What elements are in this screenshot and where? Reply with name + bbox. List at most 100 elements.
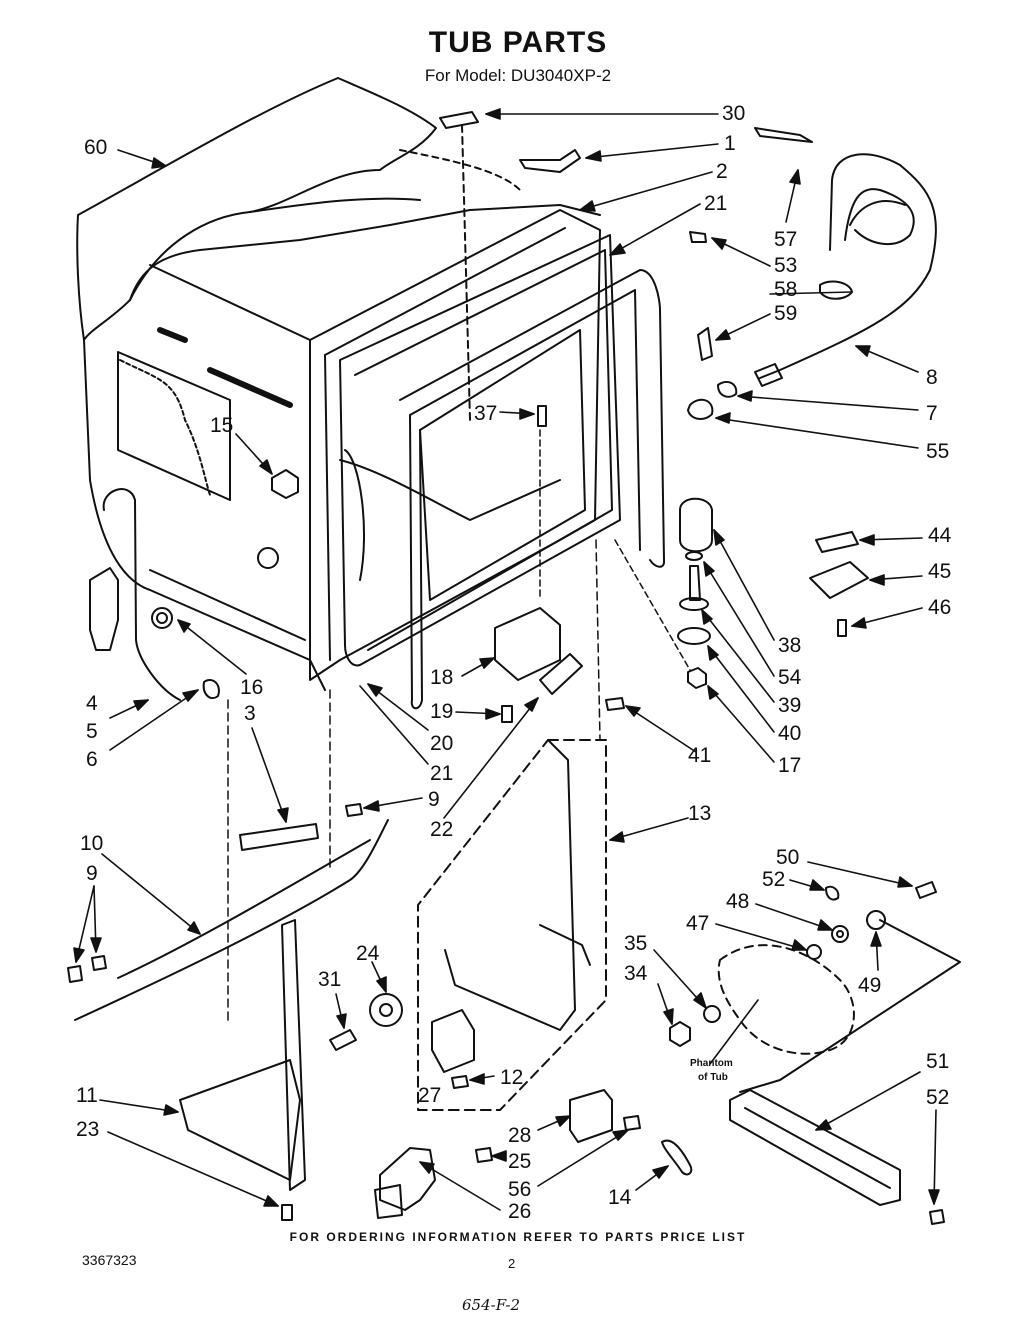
handwritten-code: 654-F-2 bbox=[462, 1296, 521, 1314]
screw-9a bbox=[345, 803, 363, 817]
nut-15 bbox=[271, 469, 299, 499]
insulation-blanket bbox=[76, 77, 437, 341]
bracket-1 bbox=[519, 149, 581, 173]
callout-52: 52 bbox=[762, 868, 785, 891]
callout-48: 48 bbox=[726, 890, 749, 913]
callout-41: 41 bbox=[688, 744, 711, 767]
callout-35: 35 bbox=[624, 932, 647, 955]
bracket-28 bbox=[569, 1089, 613, 1143]
callout-12: 12 bbox=[500, 1066, 523, 1089]
switch-22 bbox=[539, 653, 583, 695]
strip-3 bbox=[239, 823, 319, 851]
hose-8 bbox=[759, 153, 937, 379]
callout-3: 3 bbox=[244, 702, 256, 725]
callout-56: 56 bbox=[508, 1178, 531, 1201]
callout-1: 1 bbox=[724, 132, 736, 155]
washer-47 bbox=[806, 944, 822, 960]
callout-47: 47 bbox=[686, 912, 709, 935]
rail-10 bbox=[74, 819, 389, 1021]
callout-13: 13 bbox=[688, 802, 711, 825]
callout-52b: 52 bbox=[926, 1086, 949, 1109]
callout-9b: 9 bbox=[86, 862, 98, 885]
washer-35 bbox=[703, 1005, 721, 1023]
callout-45: 45 bbox=[928, 560, 951, 583]
callout-49: 49 bbox=[858, 974, 881, 997]
callout-19: 19 bbox=[430, 700, 453, 723]
fitting-8 bbox=[754, 363, 783, 387]
callout-25: 25 bbox=[508, 1150, 531, 1173]
cap-40 bbox=[677, 627, 711, 645]
callout-21: 21 bbox=[704, 192, 727, 215]
cap-16a bbox=[257, 547, 279, 569]
screw-19 bbox=[501, 705, 513, 723]
callout-24: 24 bbox=[356, 942, 380, 965]
callout-16: 16 bbox=[240, 676, 263, 699]
callout-23: 23 bbox=[76, 1118, 99, 1141]
callout-58: 58 bbox=[774, 278, 797, 301]
callout-4: 4 bbox=[86, 692, 98, 715]
callout-5: 5 bbox=[86, 720, 98, 743]
callout-27: 27 bbox=[418, 1084, 441, 1107]
callout-59: 59 bbox=[774, 302, 797, 325]
bracket-45 bbox=[809, 561, 869, 599]
callout-11: 11 bbox=[76, 1084, 98, 1107]
callout-40: 40 bbox=[778, 722, 801, 745]
callout-17: 17 bbox=[778, 754, 801, 777]
bracket-27 bbox=[431, 1009, 475, 1073]
bracket-18 bbox=[494, 607, 561, 681]
phantom-label-line1: Phantom bbox=[690, 1058, 733, 1069]
screw-52b bbox=[929, 1209, 945, 1225]
callout-15: 15 bbox=[210, 414, 233, 437]
callout-54: 54 bbox=[778, 666, 802, 689]
pad-44 bbox=[815, 531, 859, 553]
float-38 bbox=[679, 497, 713, 553]
screw-50 bbox=[915, 881, 937, 899]
track-51 bbox=[729, 1089, 901, 1206]
door-gasket bbox=[339, 234, 621, 667]
model-subtitle: For Model: DU3040XP-2 bbox=[424, 66, 612, 85]
screw-53 bbox=[689, 231, 707, 243]
callout-50: 50 bbox=[776, 846, 799, 869]
screw-12 bbox=[451, 1075, 469, 1089]
hinge-11 bbox=[179, 1059, 301, 1181]
callout-51: 51 bbox=[926, 1050, 949, 1073]
callout-38: 38 bbox=[778, 634, 801, 657]
washer-48 bbox=[831, 925, 849, 943]
panel-13 bbox=[417, 739, 607, 1111]
callout-34: 34 bbox=[624, 962, 648, 985]
screw-46 bbox=[837, 619, 847, 637]
callout-53: 53 bbox=[774, 254, 797, 277]
clamp-58 bbox=[819, 280, 853, 300]
callout-30: 30 bbox=[722, 102, 745, 125]
pad-30 bbox=[439, 111, 479, 129]
callout-44: 44 bbox=[928, 524, 952, 547]
callout-7: 7 bbox=[926, 402, 938, 425]
grommet-16 bbox=[151, 607, 173, 629]
screw-56 bbox=[623, 1115, 641, 1131]
bolt-31 bbox=[329, 1029, 357, 1051]
callout-22: 22 bbox=[430, 818, 453, 841]
nut-49 bbox=[866, 910, 886, 930]
strip-57 bbox=[754, 127, 813, 143]
callout-14: 14 bbox=[608, 1186, 632, 1209]
callout-labels: 60 30 1 2 21 57 53 58 59 8 7 55 37 15 44… bbox=[76, 102, 952, 1223]
callout-60: 60 bbox=[84, 136, 107, 159]
callout-8: 8 bbox=[926, 366, 938, 389]
callout-18: 18 bbox=[430, 666, 453, 689]
callout-20: 20 bbox=[430, 732, 453, 755]
callout-31: 31 bbox=[318, 968, 341, 991]
ordering-footer-note: FOR ORDERING INFORMATION REFER TO PARTS … bbox=[289, 1230, 747, 1244]
callout-39: 39 bbox=[778, 694, 801, 717]
tub-body bbox=[83, 339, 326, 691]
wheel-24 bbox=[369, 993, 403, 1027]
callout-55: 55 bbox=[926, 440, 949, 463]
screw-41 bbox=[605, 697, 625, 711]
callout-37: 37 bbox=[474, 402, 497, 425]
page-title: TUB PARTS bbox=[428, 26, 608, 59]
callout-28: 28 bbox=[508, 1124, 531, 1147]
callout-6: 6 bbox=[86, 748, 98, 771]
callout-9: 9 bbox=[428, 788, 440, 811]
washer-54 bbox=[685, 551, 703, 561]
bracket-4 bbox=[89, 567, 119, 651]
